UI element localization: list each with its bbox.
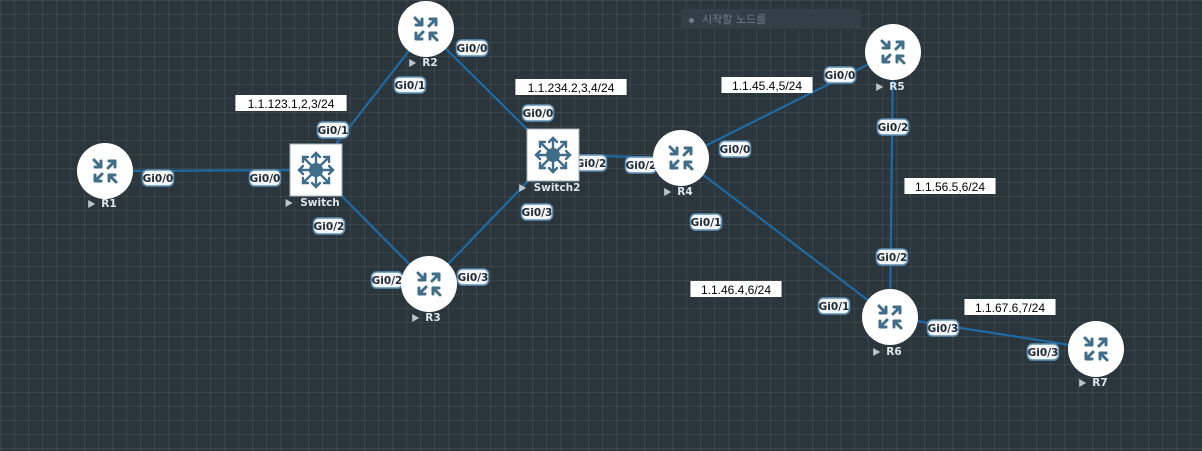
hint-text: 시작할 노드를	[702, 13, 767, 26]
play-icon	[876, 83, 884, 91]
port-label-r5[interactable]: Gi0/2	[876, 118, 910, 136]
device-label-sw2: Switch2	[534, 182, 581, 194]
port-text: Gi0/3	[522, 207, 553, 219]
port-text: Gi0/2	[372, 275, 403, 287]
device-r1[interactable]: R1	[77, 143, 133, 210]
link-r4-r6[interactable]	[680, 157, 891, 318]
port-label-r5[interactable]: Gi0/0	[823, 66, 857, 84]
port-text: Gi0/2	[878, 122, 909, 134]
port-label-r3[interactable]: Gi0/3	[456, 268, 490, 286]
play-icon	[88, 200, 96, 208]
router-icon	[862, 289, 918, 345]
device-r4[interactable]: R4	[653, 130, 709, 198]
port-text: Gi0/3	[458, 272, 489, 284]
link-r5-r6[interactable]	[888, 51, 895, 318]
play-icon	[285, 199, 293, 207]
network-label-net-234: 1.1.234.2,3,4/24	[515, 79, 627, 95]
port-text: Gi0/1	[318, 125, 349, 137]
play-icon	[873, 348, 881, 356]
router-icon	[865, 24, 921, 80]
svg-text:1.1.67.6,7/24: 1.1.67.6,7/24	[975, 301, 1045, 315]
device-label-r1: R1	[101, 198, 116, 210]
router-icon	[398, 1, 454, 57]
port-label-r3[interactable]: Gi0/2	[370, 271, 404, 289]
port-text: Gi0/0	[457, 43, 488, 55]
port-text: Gi0/0	[825, 70, 856, 82]
device-label-r3: R3	[425, 312, 440, 324]
port-text: Gi0/2	[626, 160, 657, 172]
port-text: Gi0/1	[819, 301, 850, 313]
toolbar-hint: 시작할 노드를	[681, 9, 861, 29]
device-label-r6: R6	[886, 346, 901, 358]
play-icon	[409, 59, 417, 67]
port-text: Gi0/0	[720, 144, 751, 156]
port-text: Gi0/2	[576, 158, 607, 170]
device-r6[interactable]: R6	[862, 289, 918, 358]
port-text: Gi0/3	[1028, 347, 1059, 359]
network-label-net-46: 1.1.46.4,6/24	[690, 281, 782, 297]
port-label-r4[interactable]: Gi0/2	[624, 156, 658, 174]
network-label-net-123: 1.1.123.1,2,3/24	[235, 95, 347, 111]
port-label-r1[interactable]: Gi0/0	[141, 169, 175, 187]
device-label-r4: R4	[677, 186, 692, 198]
svg-text:1.1.46.4,6/24: 1.1.46.4,6/24	[701, 283, 771, 297]
port-label-sw1[interactable]: Gi0/2	[312, 217, 346, 235]
device-r7[interactable]: R7	[1068, 321, 1124, 389]
link-r4-r5[interactable]	[680, 51, 894, 159]
port-text: Gi0/0	[523, 108, 554, 120]
link-r6-r7[interactable]	[889, 315, 1097, 351]
device-sw2[interactable]: Switch2	[519, 128, 581, 194]
network-label-net-56: 1.1.56.5,6/24	[904, 178, 996, 194]
port-label-r4[interactable]: Gi0/0	[718, 140, 752, 158]
device-r3[interactable]: R3	[401, 256, 457, 324]
port-label-sw2[interactable]: Gi0/2	[574, 154, 608, 172]
port-label-r4[interactable]: Gi0/1	[689, 213, 723, 231]
svg-text:1.1.234.2,3,4/24: 1.1.234.2,3,4/24	[528, 81, 615, 95]
port-text: Gi0/0	[143, 173, 174, 185]
port-label-r7[interactable]: Gi0/3	[1026, 343, 1060, 361]
network-label-net-45: 1.1.45.4,5/24	[721, 77, 813, 93]
router-icon	[653, 130, 709, 186]
play-icon	[1079, 379, 1087, 387]
port-label-r6[interactable]: Gi0/2	[875, 248, 909, 266]
play-icon	[664, 188, 672, 196]
port-label-sw2[interactable]: Gi0/3	[520, 203, 554, 221]
svg-text:1.1.45.4,5/24: 1.1.45.4,5/24	[732, 79, 802, 93]
play-icon	[519, 184, 527, 192]
port-label-sw1[interactable]: Gi0/0	[248, 169, 282, 187]
device-label-r7: R7	[1092, 377, 1107, 389]
router-icon	[1068, 321, 1124, 377]
device-label-sw1: Switch	[300, 197, 340, 209]
svg-text:1.1.56.5,6/24: 1.1.56.5,6/24	[915, 180, 985, 194]
port-label-r2[interactable]: Gi0/1	[393, 76, 427, 94]
port-label-r6[interactable]: Gi0/1	[817, 297, 851, 315]
device-r2[interactable]: R2	[398, 1, 454, 69]
device-r5[interactable]: R5	[865, 24, 921, 93]
router-icon	[77, 143, 133, 199]
port-text: Gi0/1	[691, 217, 722, 229]
port-text: Gi0/0	[250, 173, 281, 185]
networks-layer: 1.1.123.1,2,3/24 1.1.234.2,3,4/24 1.1.45.4…	[235, 77, 1056, 315]
port-text: Gi0/1	[395, 80, 426, 92]
device-sw1[interactable]: Switch	[285, 143, 343, 209]
port-label-r6[interactable]: Gi0/3	[926, 319, 960, 337]
device-label-r5: R5	[889, 81, 904, 93]
network-label-net-67: 1.1.67.6,7/24	[964, 299, 1056, 315]
port-text: Gi0/2	[877, 252, 908, 264]
port-text: Gi0/2	[314, 221, 345, 233]
port-label-sw1[interactable]: Gi0/1	[316, 121, 350, 139]
port-text: Gi0/3	[928, 323, 959, 335]
port-label-r2[interactable]: Gi0/0	[455, 39, 489, 57]
hint-dot-icon	[689, 17, 694, 23]
svg-text:1.1.123.1,2,3/24: 1.1.123.1,2,3/24	[248, 97, 335, 111]
port-label-sw2[interactable]: Gi0/0	[521, 104, 555, 122]
links-layer	[104, 28, 1097, 351]
play-icon	[412, 314, 420, 322]
device-label-r2: R2	[422, 57, 437, 69]
router-icon	[401, 256, 457, 312]
link-r1-sw1[interactable]	[104, 168, 317, 173]
